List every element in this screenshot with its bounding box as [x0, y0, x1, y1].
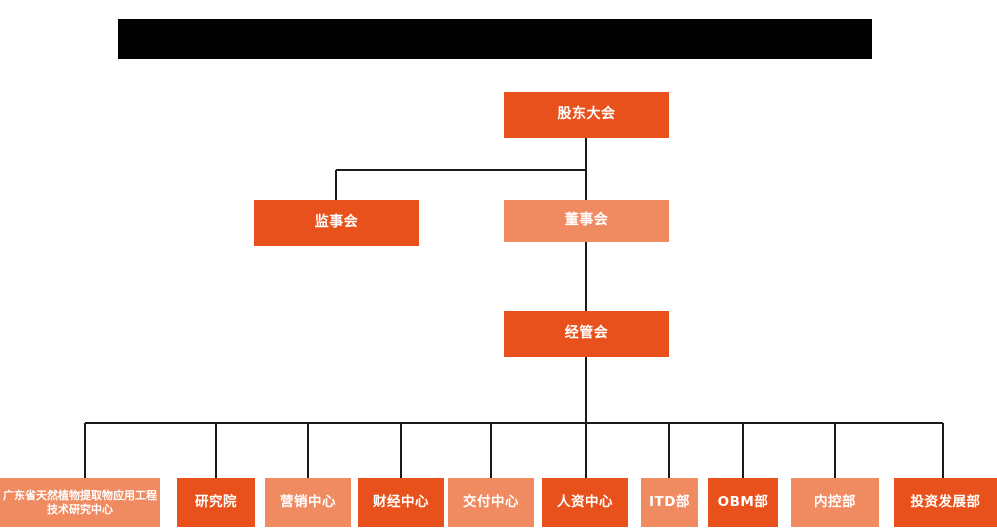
- node-hr-center-label: 人资中心: [557, 494, 613, 511]
- node-research-center[interactable]: 广东省天然植物提取物应用工程技术研究中心: [0, 478, 160, 527]
- node-supervisors-label: 监事会: [314, 214, 359, 231]
- node-institute-label: 研究院: [195, 494, 237, 511]
- node-itd-dept-label: ITD部: [649, 494, 690, 511]
- node-delivery-center-label: 交付中心: [463, 494, 519, 511]
- node-finance-center[interactable]: 财经中心: [358, 478, 444, 527]
- redacted-title-bar: [118, 19, 872, 59]
- node-itd-dept[interactable]: ITD部: [641, 478, 698, 527]
- node-delivery-center[interactable]: 交付中心: [448, 478, 534, 527]
- node-research-center-label: 广东省天然植物提取物应用工程技术研究中心: [3, 488, 157, 516]
- node-institute[interactable]: 研究院: [177, 478, 255, 527]
- node-finance-center-label: 财经中心: [373, 494, 429, 511]
- node-investment-dev-dept-label: 投资发展部: [910, 494, 981, 511]
- node-supervisors[interactable]: 监事会: [254, 200, 419, 246]
- node-management-label: 经管会: [564, 325, 609, 342]
- node-internal-control-dept-label: 内控部: [814, 494, 856, 511]
- node-investment-dev-dept[interactable]: 投资发展部: [894, 478, 997, 527]
- node-shareholders-label: 股东大会: [557, 106, 616, 123]
- node-directors[interactable]: 董事会: [504, 200, 669, 242]
- node-hr-center[interactable]: 人资中心: [542, 478, 628, 527]
- node-obm-dept[interactable]: OBM部: [708, 478, 778, 527]
- node-shareholders[interactable]: 股东大会: [504, 92, 669, 138]
- node-obm-dept-label: OBM部: [717, 494, 769, 511]
- node-marketing-center-label: 营销中心: [280, 494, 336, 511]
- node-directors-label: 董事会: [564, 212, 609, 229]
- node-internal-control-dept[interactable]: 内控部: [791, 478, 879, 527]
- node-marketing-center[interactable]: 营销中心: [265, 478, 351, 527]
- node-management[interactable]: 经管会: [504, 311, 669, 357]
